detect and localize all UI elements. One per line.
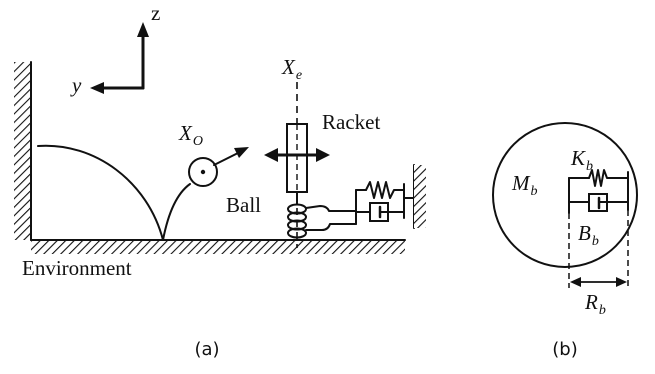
- ball-outline: [492, 122, 638, 268]
- radius-dimension: [568, 210, 629, 288]
- coordinate-axes: z y: [70, 1, 160, 97]
- rb-main: R: [584, 290, 598, 314]
- ball-label: Ball: [226, 193, 261, 217]
- ball-spring-damper: [568, 169, 629, 214]
- rb-subscript: b: [599, 303, 606, 318]
- right-wall: [413, 164, 426, 229]
- xo-main: X: [178, 121, 193, 145]
- kb-subscript: b: [586, 159, 593, 174]
- left-wall: [14, 61, 32, 241]
- panel-a: z y XO Ball: [14, 1, 426, 360]
- xe-main: X: [281, 55, 296, 79]
- axis-z-label: z: [151, 1, 160, 25]
- bb-main: B: [578, 221, 591, 245]
- ball: [188, 147, 249, 187]
- panel-b: Kb Mb Bb Rb (b): [492, 122, 638, 360]
- mb-label: Mb: [511, 171, 538, 199]
- racket-label: Racket: [322, 110, 380, 134]
- ball-trajectory: [37, 144, 191, 241]
- ground: [30, 239, 406, 254]
- kb-label: Kb: [570, 146, 593, 174]
- xe-subscript: e: [296, 68, 302, 83]
- bb-subscript: b: [592, 234, 599, 249]
- rb-label: Rb: [584, 290, 606, 318]
- racket: [264, 82, 357, 248]
- racket-spring: [287, 191, 307, 239]
- xo-label: XO: [178, 121, 203, 149]
- racket-spring-damper: [355, 181, 415, 222]
- kb-main: K: [570, 146, 586, 170]
- caption-b: (b): [552, 339, 577, 360]
- mb-main: M: [511, 171, 531, 195]
- caption-a: (a): [194, 339, 219, 360]
- mb-subscript: b: [531, 184, 538, 199]
- xo-subscript: O: [193, 134, 203, 149]
- xe-label: Xe: [281, 55, 302, 83]
- bb-label: Bb: [578, 221, 599, 249]
- axis-y-label: y: [70, 73, 82, 97]
- environment-label: Environment: [22, 256, 132, 280]
